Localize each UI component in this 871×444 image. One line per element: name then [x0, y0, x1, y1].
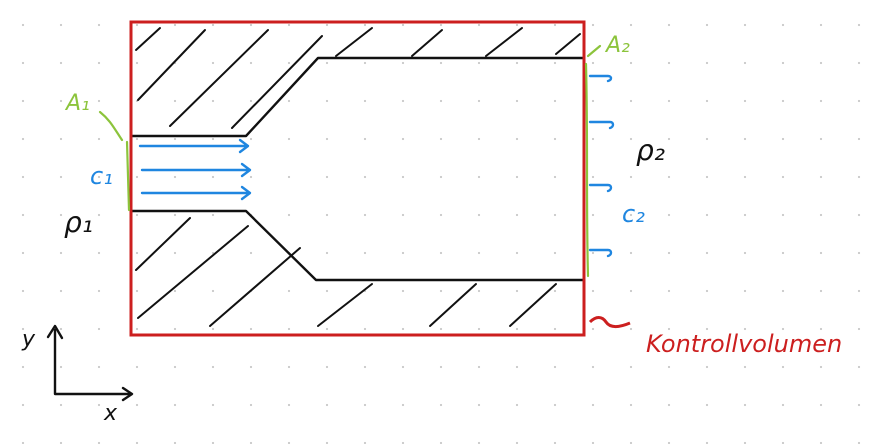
label-rho2: ρ₂: [636, 134, 665, 167]
label-c2: c₂: [622, 200, 645, 228]
inlet-area-a1: [98, 110, 131, 212]
label-control-volume: Kontrollvolumen: [646, 330, 842, 358]
outlet-area-a2: [584, 44, 602, 278]
outlet-velocity-arrows: [588, 74, 615, 258]
inlet-velocity-arrows: [138, 138, 252, 201]
label-rho1: ρ₁: [64, 206, 93, 239]
coordinate-axes: [46, 324, 134, 402]
label-a2: A₂: [604, 33, 630, 58]
control-volume-pointer: [588, 316, 631, 329]
control-volume-boundary: [129, 20, 586, 337]
nozzle-contour: [129, 56, 586, 282]
lower-wall-hatching: [135, 217, 557, 327]
upper-wall-hatching: [135, 27, 581, 129]
label-c1: c₁: [90, 162, 113, 190]
label-axis-y: y: [21, 327, 36, 352]
label-axis-x: x: [103, 401, 118, 426]
label-a1: A₁: [64, 91, 90, 116]
